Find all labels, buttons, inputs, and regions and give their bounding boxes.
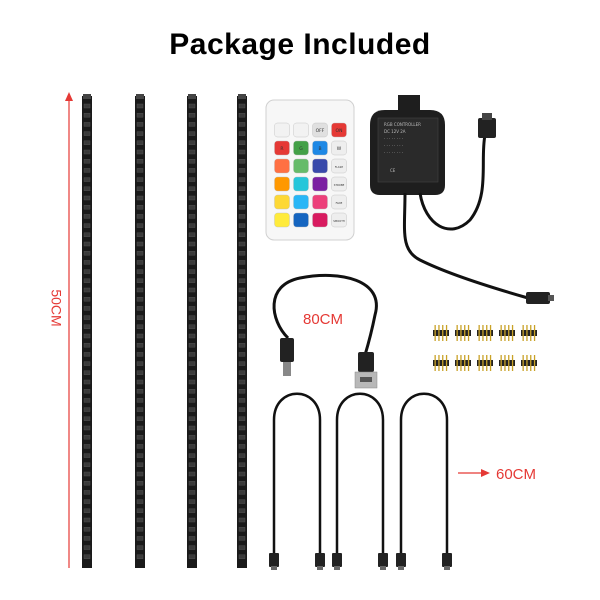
remote-button: OFF: [312, 122, 328, 138]
led-strips: [82, 94, 247, 568]
remote-button: [274, 212, 290, 228]
pin-connector: [433, 325, 449, 341]
pin-connector: [433, 355, 449, 371]
svg-text:B: B: [318, 146, 321, 152]
remote-button: [274, 122, 290, 138]
extension-cables: [269, 392, 452, 570]
remote-button: FADE: [331, 194, 347, 210]
pin-connectors: [433, 325, 537, 371]
remote-button: ON: [331, 122, 347, 138]
extension-length-label: 60CM: [496, 466, 537, 483]
usb-cable-length-label: 80CM: [303, 311, 344, 328]
pin-connector: [477, 355, 493, 371]
extension-length-arrow: [458, 469, 490, 477]
svg-text:· · · · · · · ·: · · · · · · · ·: [384, 150, 403, 155]
extension-plug: [378, 553, 388, 570]
svg-text:R: R: [280, 146, 283, 152]
pin-connector: [477, 325, 493, 341]
led-strip: [135, 94, 145, 568]
extension-plug: [315, 553, 325, 570]
svg-text:W: W: [337, 146, 342, 152]
pin-connector: [455, 325, 471, 341]
svg-text:CE: CE: [390, 168, 396, 173]
svg-text:· · · · · · · ·: · · · · · · · ·: [384, 143, 403, 148]
remote-button: [312, 212, 328, 228]
pin-connector: [521, 325, 537, 341]
svg-text:SMOOTH: SMOOTH: [333, 219, 345, 223]
remote-button: W: [331, 140, 347, 156]
led-strip: [237, 94, 247, 568]
remote-button: [312, 176, 328, 192]
led-strip: [82, 94, 92, 568]
pin-connector: [499, 325, 515, 341]
svg-text:DC 12V 2A: DC 12V 2A: [384, 129, 406, 134]
svg-text:FLASH: FLASH: [335, 165, 343, 169]
strip-length-arrow: [65, 92, 73, 568]
led-strip: [187, 94, 197, 568]
svg-text:ON: ON: [336, 128, 343, 134]
extension-plug: [396, 553, 406, 570]
svg-text:G: G: [299, 146, 303, 152]
remote-button: FLASH: [331, 158, 347, 174]
page-title: Package Included: [169, 28, 431, 61]
remote-button: [274, 194, 290, 210]
remote-button: [293, 194, 309, 210]
extension-plug: [332, 553, 342, 570]
extension-plug: [442, 553, 452, 570]
usb-power-cable: [272, 273, 378, 389]
svg-text:· · · · · · · ·: · · · · · · · ·: [384, 136, 403, 141]
remote-button: [274, 158, 290, 174]
remote-button: [312, 158, 328, 174]
remote-button: [293, 212, 309, 228]
remote-button: SMOOTH: [331, 212, 347, 228]
remote-button: [312, 194, 328, 210]
remote-button: [293, 122, 309, 138]
extension-plug: [269, 553, 279, 570]
remote-button: R: [274, 140, 290, 156]
remote-button: [293, 176, 309, 192]
strip-length-label: 50CM: [48, 289, 65, 327]
svg-text:STROBE: STROBE: [334, 183, 345, 187]
pin-connector: [499, 355, 515, 371]
svg-text:OFF: OFF: [316, 128, 325, 134]
svg-text:FADE: FADE: [336, 201, 343, 205]
remote-button: [293, 158, 309, 174]
rgb-controller: RGB CONTROLLER DC 12V 2A · · · · · · · ·…: [370, 95, 554, 304]
pin-connector: [455, 355, 471, 371]
remote-button: G: [293, 140, 309, 156]
remote-button: STROBE: [331, 176, 347, 192]
pin-connector: [521, 355, 537, 371]
remote-button: [274, 176, 290, 192]
svg-text:RGB CONTROLLER: RGB CONTROLLER: [384, 122, 421, 127]
remote-control: OFF ON R G B W FLASH STROBE FADE SMOOTH: [265, 99, 355, 241]
remote-button: B: [312, 140, 328, 156]
